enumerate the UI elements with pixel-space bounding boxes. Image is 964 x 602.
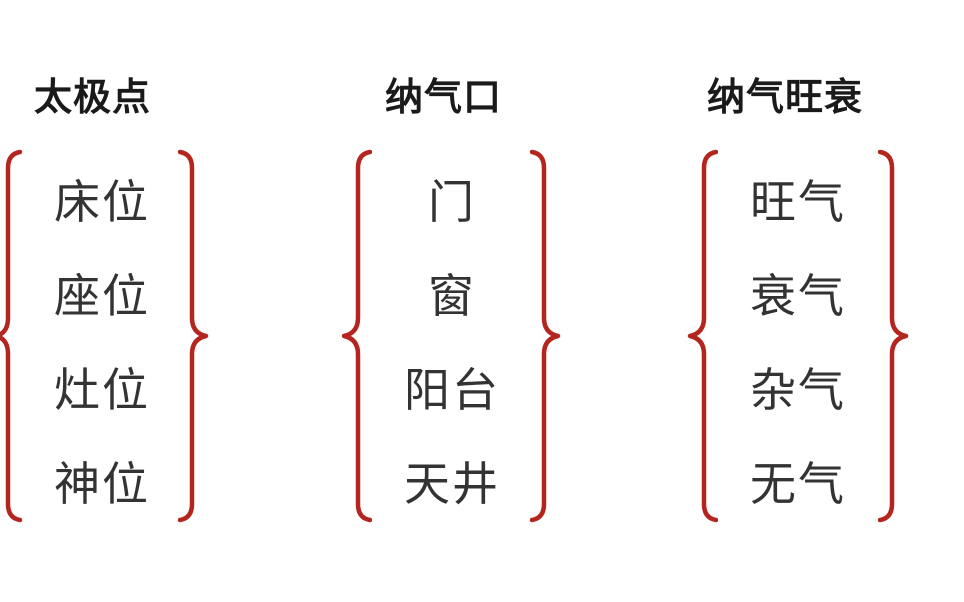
left-brace-icon [341,149,372,523]
group-taiji-point: 太极点 床位 座位 灶位 神位 [0,0,250,602]
item-list: 门 窗 阳台 天井 [382,164,522,540]
list-item: 衰气 [750,269,846,323]
left-brace-icon [0,149,23,523]
list-item: 阳台 [404,363,500,417]
left-brace-icon [687,149,718,523]
right-brace-icon [177,149,209,523]
list-item: 无气 [750,457,846,511]
list-item: 门 [428,175,476,229]
item-list: 旺气 衰气 杂气 无气 [728,164,868,540]
list-item: 床位 [54,175,150,229]
group-title: 纳气口 [385,75,503,119]
list-item: 杂气 [750,363,846,417]
group-title: 太极点 [34,75,152,119]
list-item: 座位 [54,269,150,323]
list-item: 天井 [404,457,500,511]
right-brace-icon [529,149,561,523]
list-item: 神位 [54,457,150,511]
list-item: 灶位 [54,363,150,417]
list-item: 旺气 [750,175,846,229]
item-list: 床位 座位 灶位 神位 [32,164,172,540]
list-item: 窗 [428,269,476,323]
group-title: 纳气旺衰 [707,75,864,119]
right-brace-icon [877,149,909,523]
